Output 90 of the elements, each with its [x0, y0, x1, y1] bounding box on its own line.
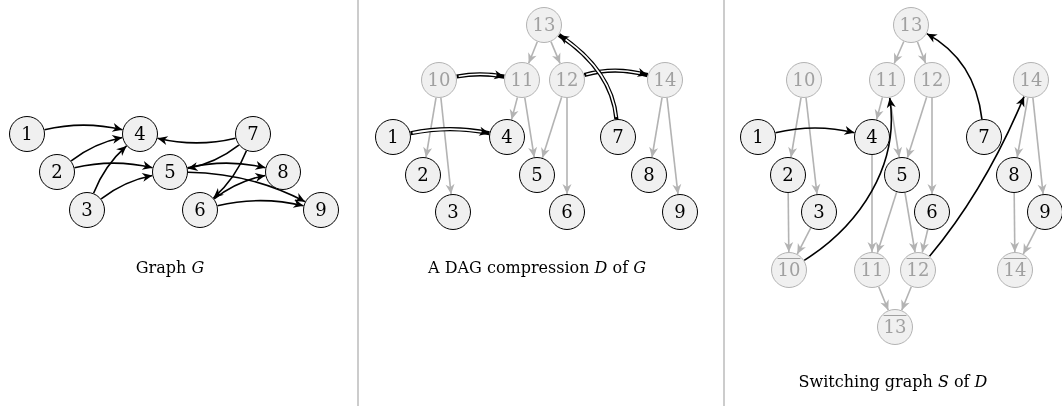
- arrow: [541, 96, 563, 159]
- node-circle: 13: [526, 7, 562, 43]
- arrow: [562, 97, 572, 195]
- node-circle: 6: [182, 192, 218, 228]
- arrow: [92, 145, 128, 195]
- node-circle: 1: [740, 119, 776, 155]
- node-circle: 10: [786, 62, 822, 98]
- arrow: [43, 123, 124, 133]
- arrow: [900, 285, 913, 312]
- node-circle: 11: [869, 62, 905, 98]
- arrow: [423, 96, 437, 159]
- node-circle: 8: [265, 154, 301, 190]
- node-circle: 14: [647, 62, 683, 98]
- node-circle: 2: [770, 157, 806, 193]
- arrow: [212, 149, 248, 199]
- node-circle: 7: [966, 119, 1002, 155]
- node-circle: 9: [303, 192, 339, 228]
- node-circle: 9: [662, 194, 698, 230]
- node-circle: 12: [900, 252, 936, 288]
- arrow: [186, 144, 240, 171]
- arrow: [876, 191, 898, 254]
- caption: Switching graph S of D: [798, 372, 988, 391]
- caption: Graph G: [135, 258, 205, 277]
- caption: A DAG compression D of G: [428, 258, 646, 277]
- arrow: [649, 96, 663, 159]
- arrow: [805, 97, 821, 195]
- arrow: [906, 96, 928, 159]
- node-circle: 10: [771, 252, 807, 288]
- arrow: [774, 126, 856, 136]
- arrow: [926, 32, 983, 120]
- node-circle: 3: [69, 192, 105, 228]
- arrow: [784, 192, 794, 253]
- node-circle: 9: [1027, 194, 1062, 230]
- arrow: [1010, 192, 1020, 253]
- arrow: [877, 285, 890, 312]
- arrow: [927, 97, 937, 195]
- node-circle: 6: [549, 194, 585, 230]
- arrow: [100, 173, 154, 200]
- arrow: [803, 97, 896, 262]
- arrow: [524, 97, 538, 158]
- node-circle: 12: [914, 62, 950, 98]
- arrow: [440, 97, 455, 195]
- node-circle: 13: [893, 7, 929, 43]
- node-circle: 3: [801, 194, 837, 230]
- node-circle: 11: [854, 252, 890, 288]
- arrow: [187, 171, 306, 203]
- arrow: [928, 95, 1025, 257]
- node-circle: 2: [405, 157, 441, 193]
- node-circle: 1: [9, 116, 45, 152]
- node-circle: 8: [631, 157, 667, 193]
- node-circle: 5: [884, 157, 920, 193]
- arrow: [920, 228, 929, 254]
- arrow: [1022, 227, 1038, 255]
- node-circle: 13: [877, 309, 913, 345]
- arrow: [216, 199, 305, 209]
- node-circle: 11: [504, 62, 540, 98]
- arrow: [509, 96, 519, 121]
- arrow: [213, 173, 267, 200]
- node-circle: 14: [1013, 62, 1049, 98]
- node-circle: 5: [519, 157, 555, 193]
- arrow: [916, 41, 927, 64]
- arrow: [788, 96, 802, 159]
- node-circle: 10: [421, 62, 457, 98]
- node-circle: 12: [549, 62, 585, 98]
- node-circle: 14: [997, 252, 1033, 288]
- arrow: [73, 161, 154, 171]
- arrow: [186, 161, 267, 171]
- arrow: [527, 40, 539, 65]
- arrow: [874, 96, 884, 121]
- arrow: [156, 135, 237, 145]
- node-circle: 3: [435, 194, 471, 230]
- arrow: [904, 191, 918, 254]
- node-circle: 4: [489, 119, 525, 155]
- arrow: [867, 154, 877, 253]
- arrow: [70, 135, 124, 162]
- arrow: [666, 97, 682, 195]
- arrow: [796, 227, 812, 255]
- node-circle: 7: [600, 119, 636, 155]
- arrow: [893, 40, 905, 65]
- node-circle: 4: [122, 116, 158, 152]
- node-circle: 2: [39, 154, 75, 190]
- node-circle: 7: [235, 116, 271, 152]
- node-circle: 5: [152, 154, 188, 190]
- node-circle: 4: [854, 119, 890, 155]
- arrow: [550, 40, 561, 65]
- arrow: [1032, 97, 1047, 195]
- node-circle: 1: [375, 119, 411, 155]
- arrow: [1014, 96, 1029, 159]
- node-circle: 6: [914, 194, 950, 230]
- node-circle: 8: [996, 157, 1032, 193]
